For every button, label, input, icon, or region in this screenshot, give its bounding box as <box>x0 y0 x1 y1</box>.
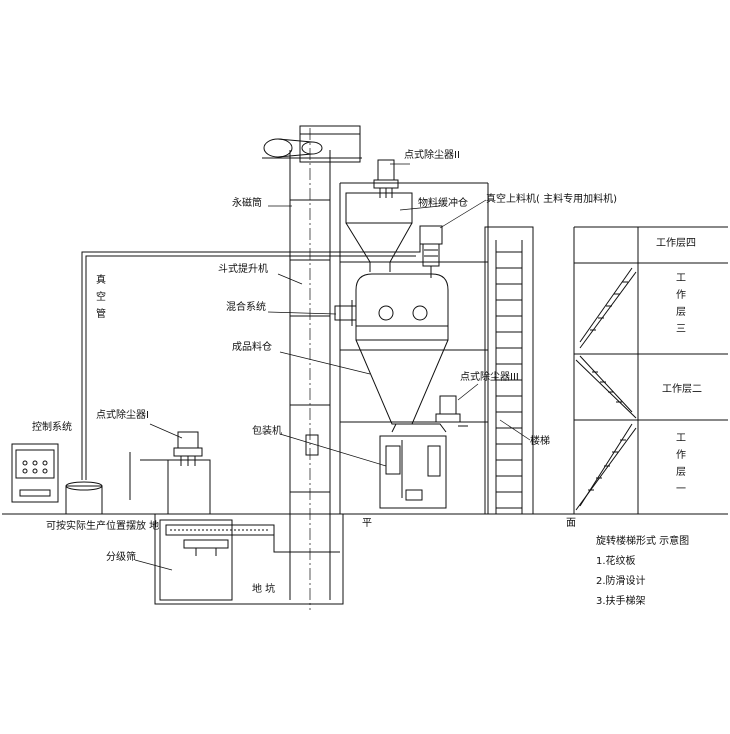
pit <box>154 514 344 605</box>
label-buffer-bin: 物料缓冲仓 <box>418 198 468 209</box>
label-dust-collector-2: 点式除尘器II <box>404 150 460 161</box>
packing-machine <box>379 423 447 509</box>
label-classifier: 分级筛 <box>106 552 136 563</box>
floor-label-2: 工作层二 <box>662 384 702 395</box>
label-bucket-elevator: 斗式提升机 <box>218 264 268 275</box>
label-packing-machine: 包装机 <box>252 426 282 437</box>
legend-item: 1.花纹板 <box>596 556 636 567</box>
leader-lines <box>134 163 531 571</box>
label-control-system: 控制系统 <box>32 422 72 433</box>
label-pit: 地 坑 <box>252 584 276 595</box>
label-product-bin: 成品料仓 <box>232 342 272 353</box>
label-mixing-system: 混合系统 <box>226 302 266 313</box>
label-dust-collector-1: 点式除尘器I <box>96 410 149 421</box>
floor-label-1: 工作层一 <box>676 433 686 495</box>
feed-drum <box>65 481 103 515</box>
legend-item: 2.防滑设计 <box>596 576 646 587</box>
mixer <box>334 273 449 327</box>
floor-label-4: 工作层四 <box>656 238 696 249</box>
legend-item: 3.扶手梯架 <box>596 596 646 607</box>
label-stairs: 楼梯 <box>530 436 550 447</box>
legend-title: 旋转楼梯形式 示意图 <box>596 536 690 547</box>
floor-label-3: 工作层三 <box>676 273 686 335</box>
classifier-screen <box>165 524 340 556</box>
control-cabinet <box>11 443 59 503</box>
label-level-char-2: 面 <box>566 518 576 529</box>
buffer-bin <box>345 192 413 272</box>
vacuum-feeder <box>419 225 443 278</box>
stair-section <box>573 226 728 514</box>
product-bin <box>355 325 449 425</box>
vacuum-pipe <box>81 240 421 480</box>
label-permanent-magnet: 永磁筒 <box>232 198 262 209</box>
stairs-structure <box>484 226 534 515</box>
label-level-char-1: 平 <box>362 518 372 529</box>
elevator-head <box>262 125 362 163</box>
label-dust-collector-3: 点式除尘器III <box>460 372 519 383</box>
dust-collector-3 <box>435 395 468 427</box>
dust-collector-2 <box>373 159 399 198</box>
dust-collector-1 <box>129 431 211 514</box>
label-vacuum-pipe: 真空管 <box>96 275 106 320</box>
platform-frame <box>339 182 489 514</box>
bucket-elevator <box>289 128 331 610</box>
label-floor-note: 可按实际生产位置摆放 地 <box>46 521 160 532</box>
label-vacuum-feeder: 真空上料机( 主料专用加料机) <box>486 194 617 205</box>
